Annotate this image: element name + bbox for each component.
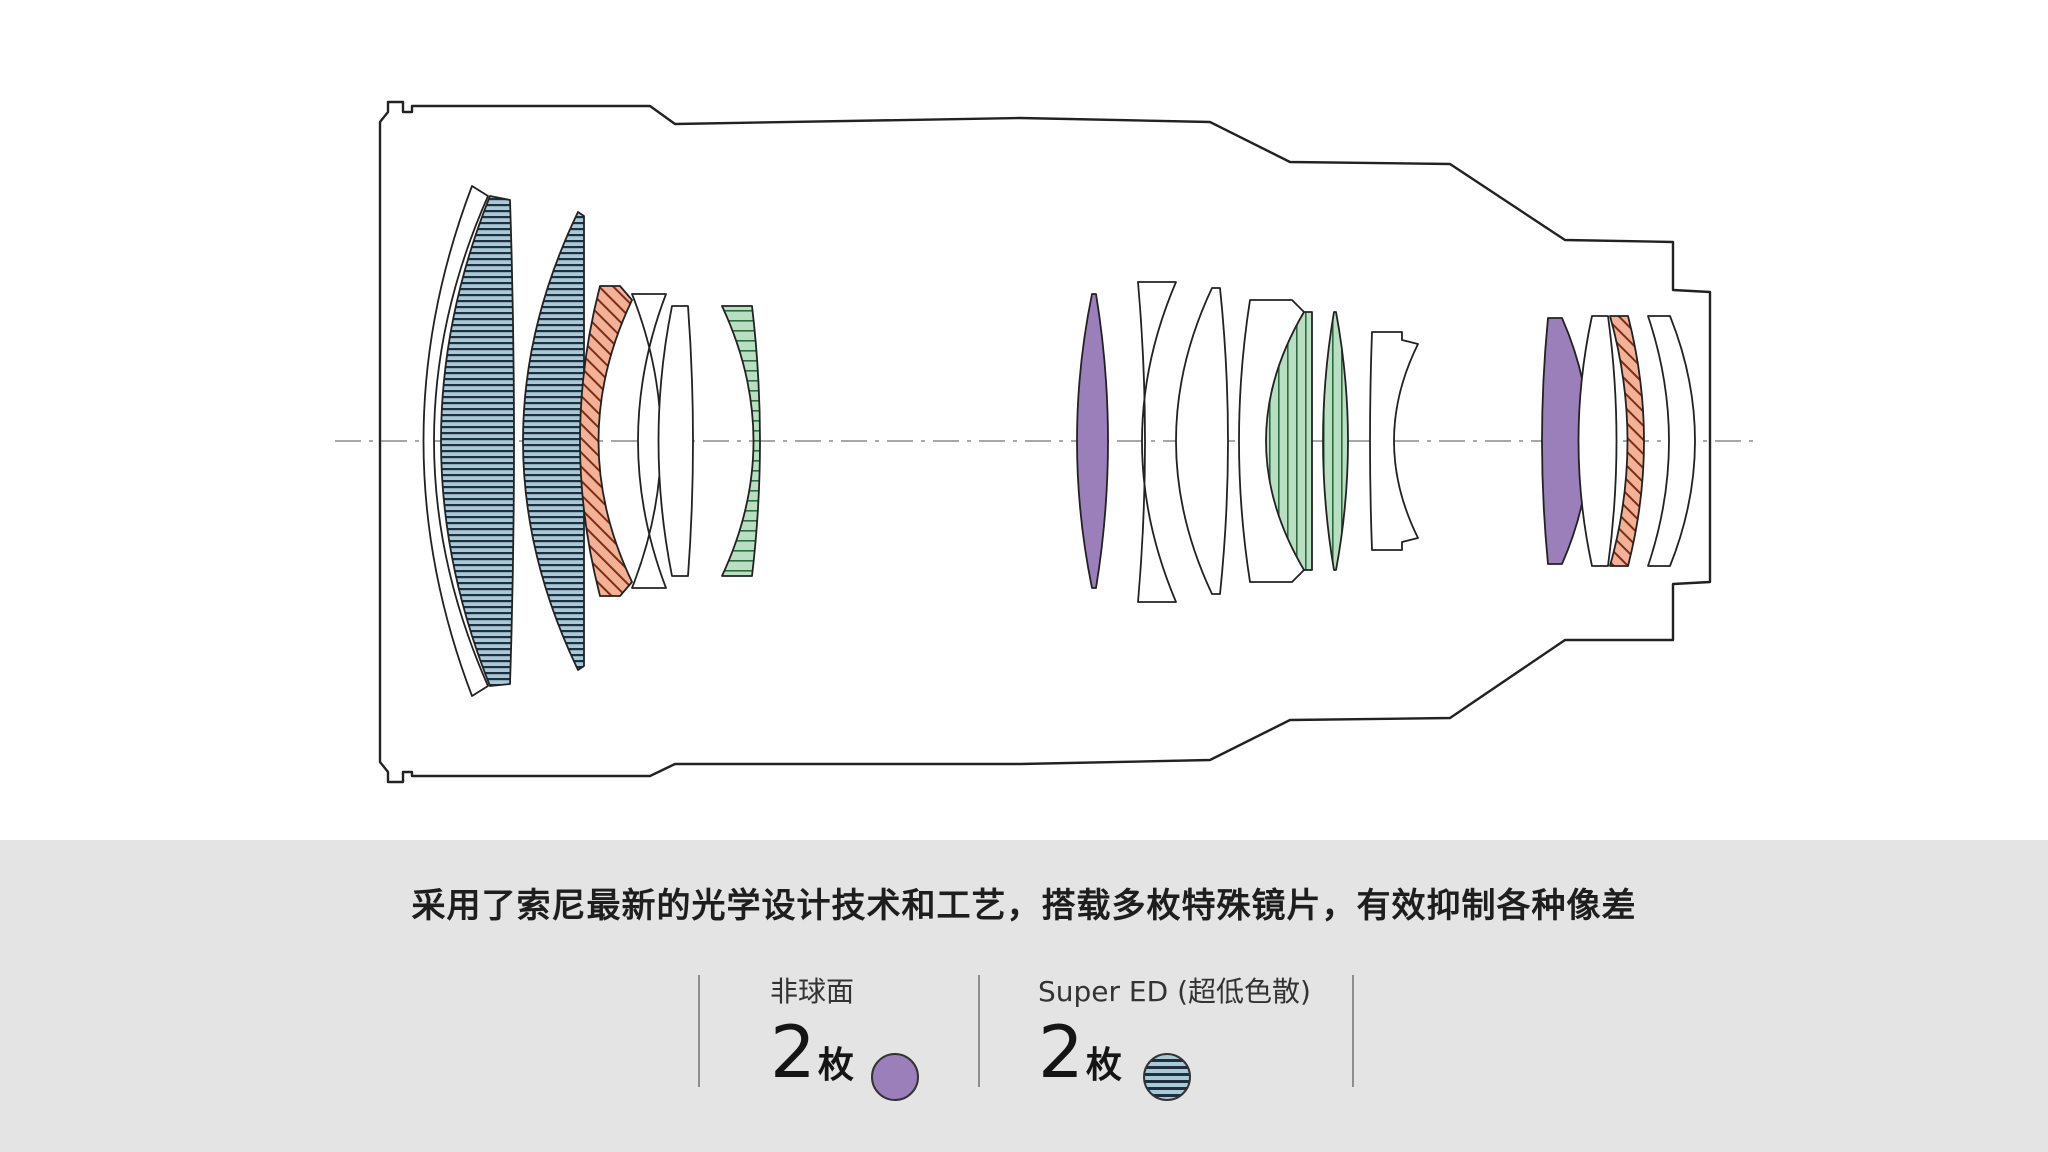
legend-super-ed-count-unit: 枚 [1085, 1045, 1122, 1086]
legend-aspherical-count-unit: 枚 [817, 1045, 854, 1086]
lens-cross-section-diagram [335, 100, 1760, 784]
lens-element-front-5 [631, 293, 667, 589]
lens-element-ed-middle-1 [1265, 311, 1313, 571]
lens-diagram-svg [335, 100, 1760, 784]
lens-element-super-ed-1 [440, 195, 515, 687]
aspherical-swatch-icon [871, 1053, 919, 1101]
feature-caption: 采用了索尼最新的光学设计技术和工艺，搭载多枚特殊镜片，有效抑制各种像差 [411, 886, 1637, 926]
lens-element-middle-3 [1175, 287, 1229, 595]
legend-aspherical-title: 非球面 [770, 975, 855, 1008]
lens-element-special-hatched-rear [1609, 315, 1645, 567]
lens-element-aspherical-1 [1076, 293, 1109, 589]
legend-aspherical-count-value: 2 [770, 1010, 816, 1094]
lens-element-super-ed-2 [522, 211, 585, 671]
legend-divider [1352, 975, 1354, 1087]
legend-divider [698, 975, 700, 1087]
lens-element-middle-2 [1137, 281, 1177, 603]
legend-super-ed-title: Super ED (超低色散) [1038, 975, 1311, 1008]
lens-element-rear-4 [1647, 315, 1696, 567]
info-band: 采用了索尼最新的光学设计技术和工艺，搭载多枚特殊镜片，有效抑制各种像差 非球面 … [0, 840, 2048, 1152]
lens-element-ed-middle-2 [1322, 311, 1349, 571]
legend-divider [978, 975, 980, 1087]
lens-barrel-outline [378, 100, 1712, 784]
legend-super-ed-count-value: 2 [1038, 1010, 1084, 1094]
lens-element-special-hatched [579, 285, 633, 597]
lens-element-front-meniscus [422, 185, 489, 697]
lens-element-middle-7 [1369, 331, 1419, 551]
lens-element-ed-front [721, 305, 761, 577]
lens-element-rear-2 [1577, 315, 1618, 567]
super-ed-swatch-icon [1143, 1053, 1191, 1101]
lens-element-front-6 [657, 305, 694, 577]
legend-super-ed-count: 2枚 [1038, 1012, 1122, 1092]
legend-aspherical-count: 2枚 [770, 1012, 854, 1092]
